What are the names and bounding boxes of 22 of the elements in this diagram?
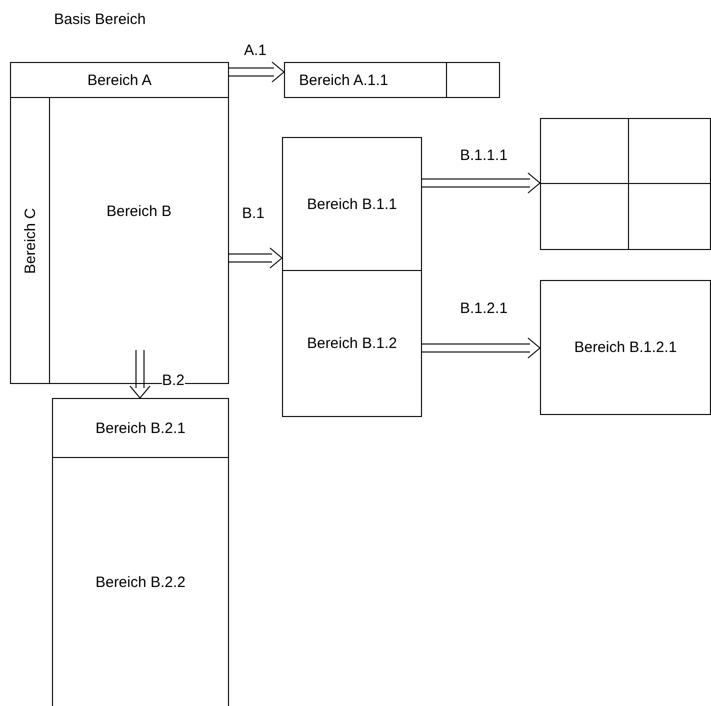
double-arrow bbox=[130, 350, 150, 399]
area-box bbox=[52, 457, 229, 706]
area-box bbox=[540, 280, 711, 415]
area-label: Bereich B.2.2 bbox=[95, 574, 186, 590]
area-box bbox=[282, 137, 422, 271]
area-label: Bereich B bbox=[106, 203, 172, 220]
area-box bbox=[52, 398, 229, 458]
area-box bbox=[284, 62, 500, 98]
grid-box bbox=[540, 118, 711, 250]
area-label: Bereich B.1.1 bbox=[306, 196, 398, 212]
double-arrow bbox=[422, 338, 541, 358]
area-label: Bereich B.2.1 bbox=[95, 420, 186, 436]
area-label: Bereich B.1.2.1 bbox=[574, 339, 677, 356]
area-label: Bereich A.1.1 bbox=[299, 72, 388, 88]
double-arrow bbox=[228, 248, 283, 268]
area-heading: Basis Bereich bbox=[54, 11, 146, 28]
double-arrow bbox=[422, 172, 541, 194]
area-label: Bereich B.1.2 bbox=[306, 335, 398, 352]
area-label: Bereich C bbox=[22, 208, 38, 274]
area-box bbox=[282, 270, 422, 417]
area-label: Bereich A bbox=[87, 72, 152, 88]
double-arrow bbox=[228, 62, 285, 82]
